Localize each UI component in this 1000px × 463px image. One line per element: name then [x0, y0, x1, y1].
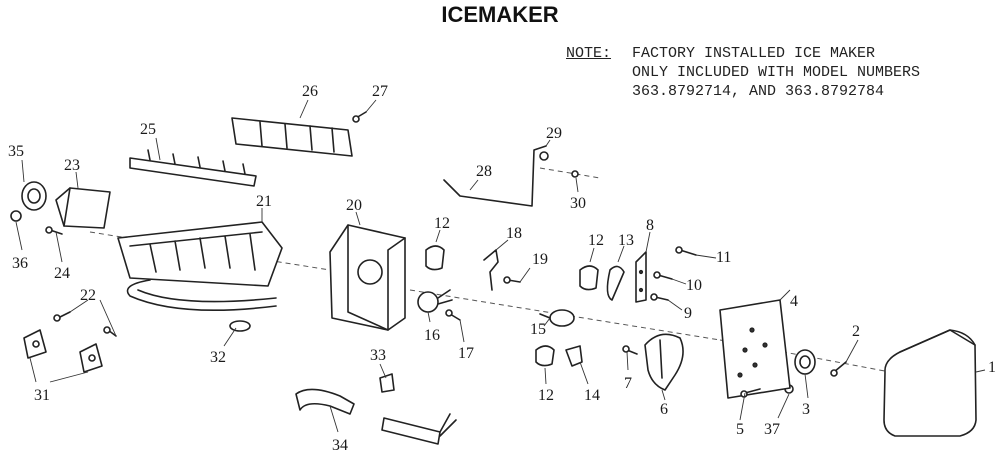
label-17: 17 [458, 345, 474, 362]
label-10: 10 [686, 277, 702, 294]
part-knob [794, 349, 816, 375]
axis-line-arm [539, 167, 601, 179]
part-brackets-31 [23, 329, 103, 373]
part-screw-27 [352, 111, 367, 123]
label-20: 20 [346, 197, 362, 214]
label-34: 34 [332, 437, 348, 454]
part-stripper-25 [129, 149, 257, 187]
part-motor [644, 333, 684, 391]
part-gear-35 [21, 181, 47, 211]
part-switch-12b [579, 265, 599, 291]
label-21: 21 [256, 193, 272, 210]
label-27: 27 [372, 83, 388, 100]
label-8: 8 [646, 217, 654, 234]
label-32: 32 [210, 349, 226, 366]
label-14: 14 [584, 387, 600, 404]
part-screw-2 [830, 361, 847, 377]
label-6: 6 [660, 401, 668, 418]
part-clip-13 [606, 265, 625, 301]
part-bracket-8 [635, 251, 647, 303]
part-washer-36 [10, 210, 22, 222]
part-housing-20 [329, 224, 406, 331]
part-lever-18 [483, 249, 499, 291]
part-clip-33 [379, 373, 395, 393]
part-nut-30 [571, 170, 579, 178]
label-3: 3 [802, 401, 810, 418]
part-arm-28 [443, 145, 547, 207]
part-fill-tube-34 [295, 388, 457, 445]
part-ice-mold-21 [117, 221, 283, 287]
label-4: 4 [790, 293, 798, 310]
part-screws-22 [53, 311, 117, 337]
label-19: 19 [532, 251, 548, 268]
part-ejector-26 [231, 117, 353, 157]
note-label: NOTE: [566, 45, 612, 62]
note-line-1: FACTORY INSTALLED ICE MAKER [632, 45, 876, 62]
label-15: 15 [530, 321, 546, 338]
label-13: 13 [618, 232, 634, 249]
label-26: 26 [302, 83, 318, 100]
diagram-title: ICEMAKER [441, 2, 559, 27]
label-1: 1 [988, 359, 996, 376]
note-line-2: ONLY INCLUDED WITH MODEL NUMBERS [632, 64, 921, 81]
label-31: 31 [34, 387, 50, 404]
label-7: 7 [624, 375, 632, 392]
label-37: 37 [764, 421, 780, 438]
label-22: 22 [80, 287, 96, 304]
label-12c: 12 [538, 387, 554, 404]
part-heater-32 [126, 279, 277, 332]
part-bin-23 [55, 187, 111, 229]
part-valve-16 [417, 289, 453, 313]
label-12b: 12 [588, 232, 604, 249]
label-9: 9 [684, 305, 692, 322]
part-screw-17 [445, 309, 461, 321]
part-screw-19 [503, 276, 521, 284]
label-18: 18 [506, 225, 522, 242]
part-number-labels: 1 2 3 4 5 6 7 8 9 10 11 12 12 12 13 14 1… [8, 83, 996, 454]
label-24: 24 [54, 265, 70, 282]
label-23: 23 [64, 157, 80, 174]
part-arm-29 [539, 151, 549, 161]
part-screw-7 [622, 345, 638, 355]
note-line-3: 363.8792714, AND 363.8792784 [632, 83, 885, 100]
label-25: 25 [140, 121, 156, 138]
label-11: 11 [716, 249, 731, 266]
part-clip-14 [565, 345, 583, 367]
label-33: 33 [370, 347, 386, 364]
label-30: 30 [570, 195, 586, 212]
label-29: 29 [546, 125, 562, 142]
part-screw-10 [653, 271, 673, 280]
part-switch-12a [425, 245, 445, 271]
label-36: 36 [12, 255, 28, 272]
part-switch-12c [535, 345, 555, 367]
part-screw-24 [45, 226, 63, 235]
part-screw-11 [675, 246, 697, 256]
label-35: 35 [8, 143, 24, 160]
part-front-cover [883, 329, 977, 437]
label-16: 16 [424, 327, 440, 344]
part-screw-9 [650, 293, 669, 301]
label-5: 5 [736, 421, 744, 438]
label-2: 2 [852, 323, 860, 340]
label-12a: 12 [434, 215, 450, 232]
part-connector-15 [539, 309, 575, 327]
part-mounting-plate [719, 299, 791, 399]
label-28: 28 [476, 163, 492, 180]
